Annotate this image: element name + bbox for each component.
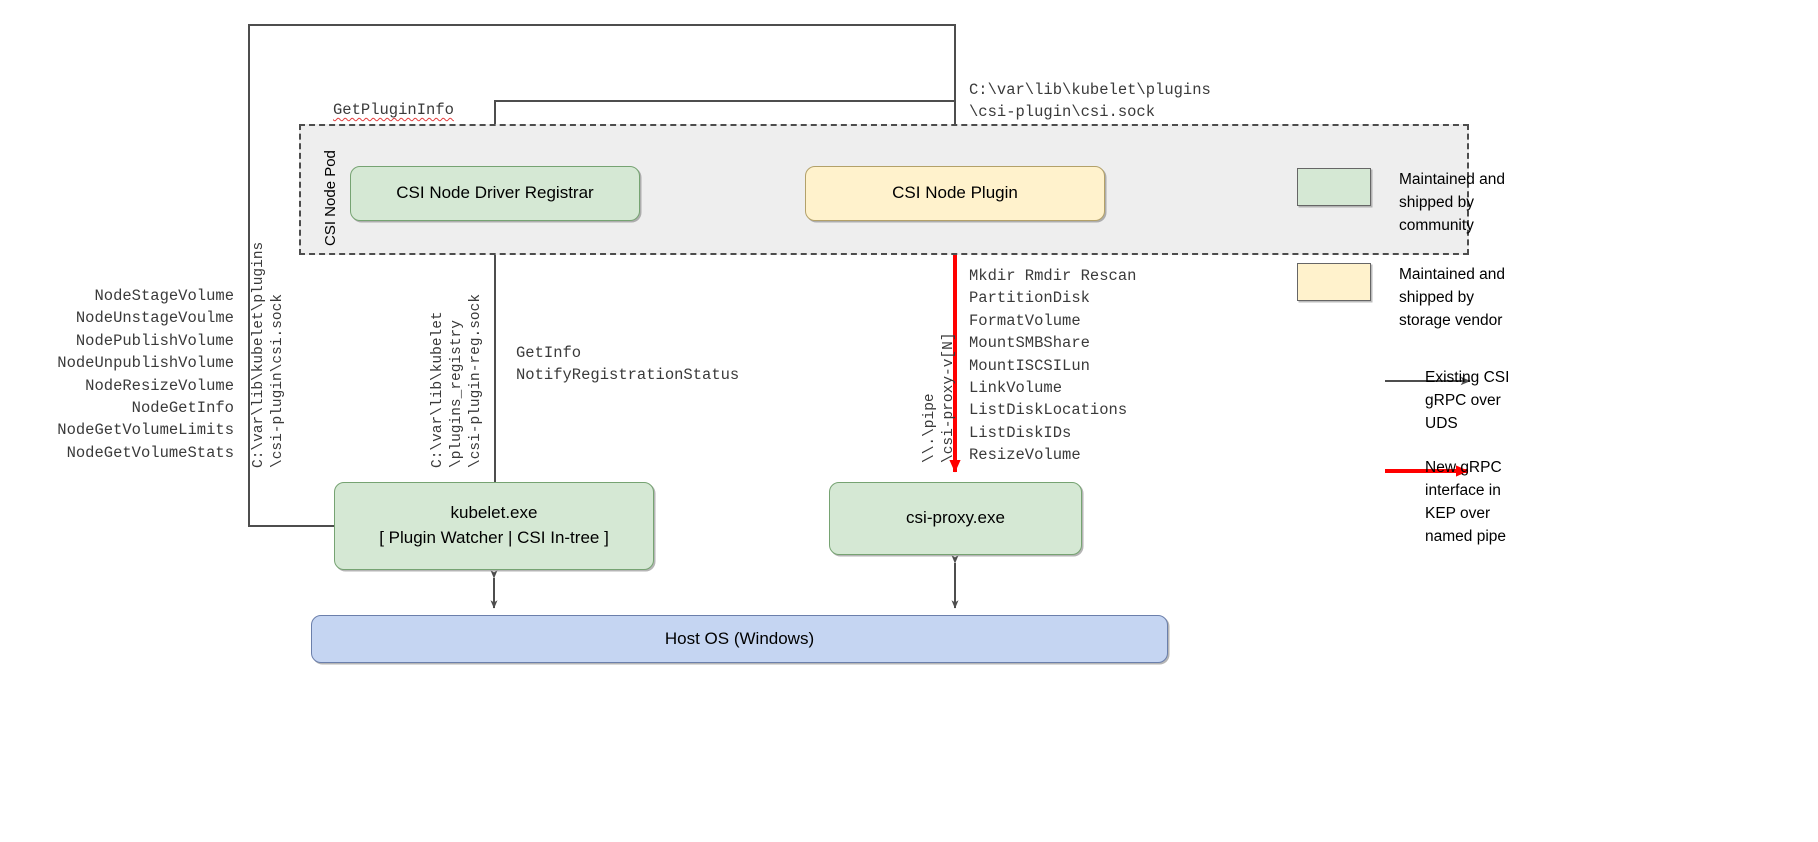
label-csi-sock-path-vertical: C:\var\lib\kubelet\plugins \csi-plugin\c… [251,241,286,468]
node-label: CSI Node Driver Registrar [396,183,594,203]
node-csi-node-plugin[interactable]: CSI Node Plugin [805,166,1105,221]
legend-arrow-gray-icon [1385,370,1485,390]
label-csi-proxy-operations: Mkdir Rmdir Rescan PartitionDisk FormatV… [969,267,1137,465]
label-node-service-operations: NodeStageVolume NodeUnstageVoulme NodePu… [57,287,234,462]
node-csi-node-driver-registrar[interactable]: CSI Node Driver Registrar [350,166,640,221]
legend-label: Maintained and shipped by storage vendor [1399,266,1505,329]
legend-swatch-green [1297,168,1371,206]
node-label: csi-proxy.exe [906,508,1005,528]
legend-arrow-red-icon [1385,460,1485,480]
legend-swatch-yellow [1297,263,1371,301]
legend-label: New gRPC interface in KEP over named pip… [1425,459,1507,545]
node-label: CSI Node Plugin [892,183,1018,203]
label-plugin-socket-path: C:\var\lib\kubelet\plugins \csi-plugin\c… [969,81,1211,122]
csi-node-pod-label: CSI Node Pod [322,150,339,246]
label-get-plugin-info: GetPluginInfo [333,101,454,119]
node-csi-proxy-exe[interactable]: csi-proxy.exe [829,482,1082,555]
label-registration-operations: GetInfo NotifyRegistrationStatus [516,344,740,385]
label-named-pipe-vertical: \\.\pipe \csi-proxy-v[N] [922,332,957,463]
legend-label: Existing CSI gRPC over UDS [1425,369,1510,432]
legend-item-storage-vendor: Maintained and shipped by storage vendor [1297,263,1569,332]
node-label-primary: kubelet.exe [450,503,538,523]
label-registry-sock-path-vertical: C:\var\lib\kubelet \plugins_registry \cs… [430,293,484,468]
legend-item-new-grpc-kep: New gRPC interface in KEP over named pip… [1385,456,1595,548]
legend-item-existing-csi-grpc: Existing CSI gRPC over UDS [1385,366,1595,435]
node-kubelet-exe[interactable]: kubelet.exe [ Plugin Watcher | CSI In-tr… [334,482,654,570]
legend-item-community: Maintained and shipped by community [1297,168,1569,237]
legend-label: Maintained and shipped by community [1399,171,1505,234]
node-label-secondary: [ Plugin Watcher | CSI In-tree ] [379,528,609,547]
node-label: Host OS (Windows) [664,628,815,648]
node-host-os[interactable]: Host OS (Windows) [311,615,1168,663]
